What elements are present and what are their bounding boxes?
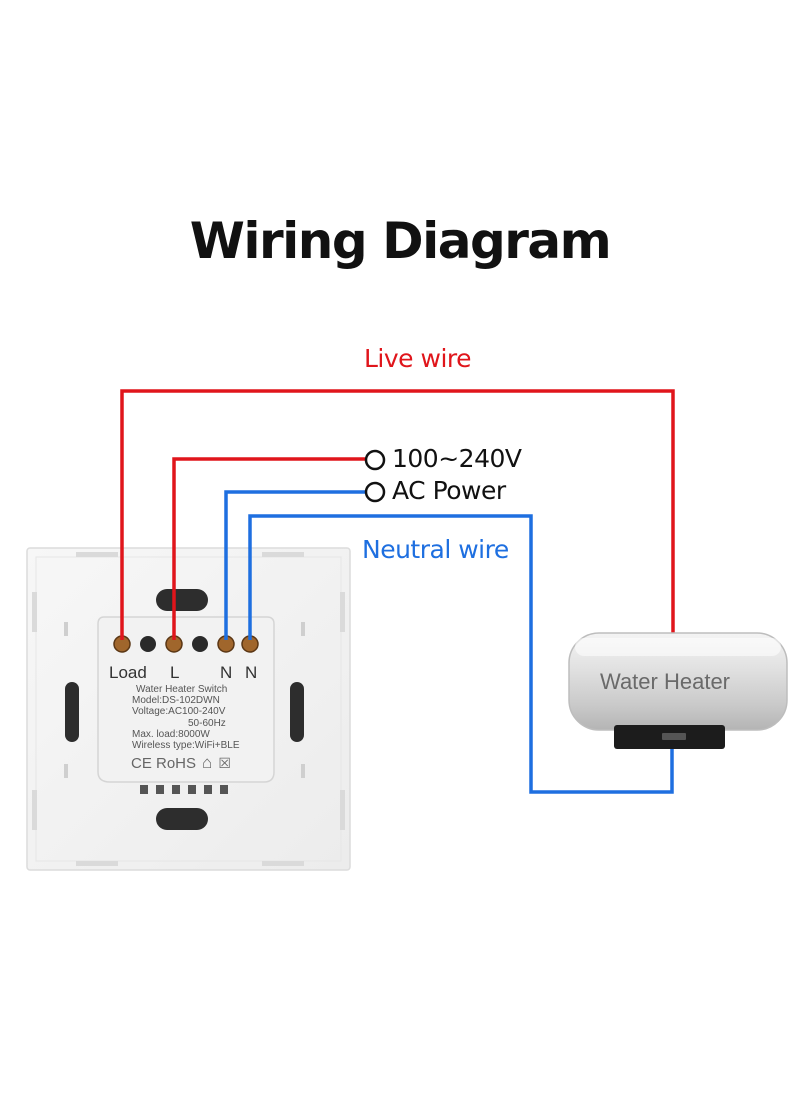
live-wires — [120, 389, 675, 640]
neutral-wire-n-to-supply — [224, 490, 365, 640]
live-wire-l-to-supply — [172, 457, 365, 640]
spec-wireless: Wireless type:WiFi+BLE — [132, 740, 240, 752]
spec-name: Water Heater Switch — [136, 684, 228, 695]
live-wire-label: Live wire — [364, 344, 472, 373]
terminal-label-load: Load — [109, 663, 147, 682]
terminal-screw-blank — [192, 636, 208, 652]
terminal-screw-blank — [140, 636, 156, 652]
voltage-label: 100~240V — [392, 444, 522, 473]
terminal-label-l: L — [170, 663, 180, 682]
water-heater-label: Water Heater — [600, 669, 731, 694]
water-heater — [568, 632, 788, 749]
neutral-wire-n-to-heater — [248, 514, 674, 794]
switch-module — [97, 616, 275, 794]
page-title: Wiring Diagram — [189, 212, 612, 270]
terminal-label-n: N — [220, 663, 233, 682]
certification-marks: CE RoHS ⌂ ☒ — [131, 753, 231, 773]
switch-spec-label: Water Heater Switch Model:DS-102DWN Volt… — [132, 684, 240, 751]
cert-text: CE RoHS — [131, 754, 197, 772]
home-icon: ⌂ — [202, 753, 213, 772]
terminal-block — [113, 635, 259, 653]
spec-model: Model:DS-102DWN — [132, 695, 220, 707]
spec-voltage: Voltage:AC100-240V — [132, 706, 226, 718]
supply-terminal-2 — [364, 481, 386, 503]
neutral-wire-label: Neutral wire — [362, 535, 509, 564]
terminal-label-n: N — [245, 663, 258, 682]
neutral-wires — [224, 490, 674, 794]
live-wire-load-to-heater — [120, 389, 675, 640]
supply-terminal-1 — [364, 449, 386, 471]
spec-max-load: Max. load:8000W — [132, 728, 210, 740]
spec-frequency: 50-60Hz — [188, 717, 226, 729]
weee-bin-icon: ☒ — [218, 754, 231, 771]
ac-power-label: AC Power — [392, 476, 506, 505]
